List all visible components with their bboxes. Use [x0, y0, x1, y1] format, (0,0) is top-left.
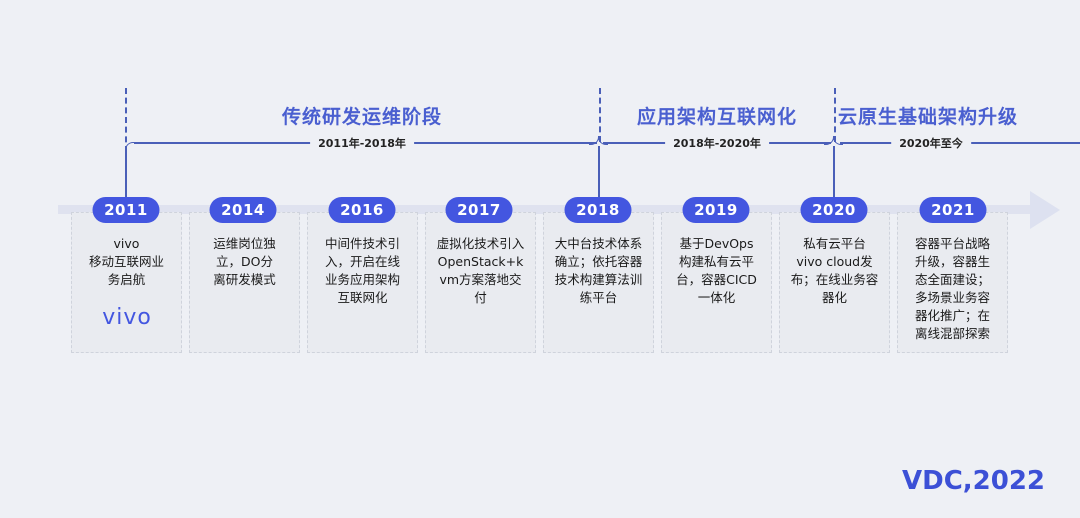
- milestone-text: 基于DevOps 构建私有云平 台，容器CICD 一体化: [676, 236, 757, 305]
- year-pill-2017: 2017: [445, 197, 513, 223]
- connector-2020: [833, 146, 835, 198]
- phase-title-internet: 应用架构互联网化: [636, 106, 798, 128]
- year-pill-2019: 2019: [682, 197, 750, 223]
- branch-curve-2020-right: [833, 136, 843, 145]
- milestone-card-2019: 基于DevOps 构建私有云平 台，容器CICD 一体化: [661, 212, 772, 353]
- year-pill-2018: 2018: [564, 197, 632, 223]
- milestone-text: 私有云平台 vivo cloud发 布；在线业务容 器化: [790, 236, 879, 305]
- branch-curve-2018-right: [598, 136, 608, 145]
- year-pill-2011: 2011: [92, 197, 160, 223]
- milestone-card-2021: 容器平台战略 升级，容器生 态全面建设； 多场景业务容 器化推广；在 离线混部探…: [897, 212, 1008, 353]
- connector-2011: [125, 150, 127, 198]
- milestone-text: 虚拟化技术引入 OpenStack+k vm方案落地交 付: [436, 236, 525, 305]
- milestone-text: 中间件技术引 入，开启在线 业务应用架构 互联网化: [324, 236, 400, 305]
- phase-range-1: 2011年-2018年: [310, 135, 414, 151]
- milestone-text: 运维岗位独 立，DO分 离研发模式: [213, 236, 276, 287]
- vivo-logo: vivo: [102, 305, 152, 330]
- year-pill-2016: 2016: [328, 197, 396, 223]
- milestone-card-2014: 运维岗位独 立，DO分 离研发模式: [189, 212, 300, 353]
- phase-title-cloud-native: 云原生基础架构升级: [837, 106, 1019, 128]
- milestone-card-2017: 虚拟化技术引入 OpenStack+k vm方案落地交 付: [425, 212, 536, 353]
- year-pill-2020: 2020: [800, 197, 868, 223]
- timeline-track: [58, 205, 1033, 214]
- vdc-2022-logo: VDC,2022: [902, 466, 1046, 496]
- phase-range-2: 2018年-2020年: [665, 135, 769, 151]
- milestone-text: vivo 移动互联网业 务启航: [88, 236, 164, 287]
- milestone-card-2016: 中间件技术引 入，开启在线 业务应用架构 互联网化: [307, 212, 418, 353]
- timeline-arrow-icon: [1030, 191, 1060, 229]
- connector-2018: [598, 146, 600, 198]
- phase-divider-2020: [834, 88, 836, 142]
- milestone-text: 大中台技术体系 确立；依托容器 技术构建算法训 练平台: [554, 236, 643, 305]
- phase-divider-2018: [599, 88, 601, 142]
- phase-range-3: 2020年至今: [891, 135, 971, 151]
- milestone-card-2018: 大中台技术体系 确立；依托容器 技术构建算法训 练平台: [543, 212, 654, 353]
- phase-divider-2011: [125, 88, 127, 152]
- year-pill-2021: 2021: [919, 197, 987, 223]
- milestone-card-2020: 私有云平台 vivo cloud发 布；在线业务容 器化: [779, 212, 890, 353]
- phase-title-traditional: 传统研发运维阶段: [281, 106, 443, 128]
- year-pill-2014: 2014: [209, 197, 277, 223]
- milestone-card-2011: vivo 移动互联网业 务启航: [71, 212, 182, 353]
- milestone-text: 容器平台战略 升级，容器生 态全面建设； 多场景业务容 器化推广；在 离线混部探…: [914, 236, 990, 341]
